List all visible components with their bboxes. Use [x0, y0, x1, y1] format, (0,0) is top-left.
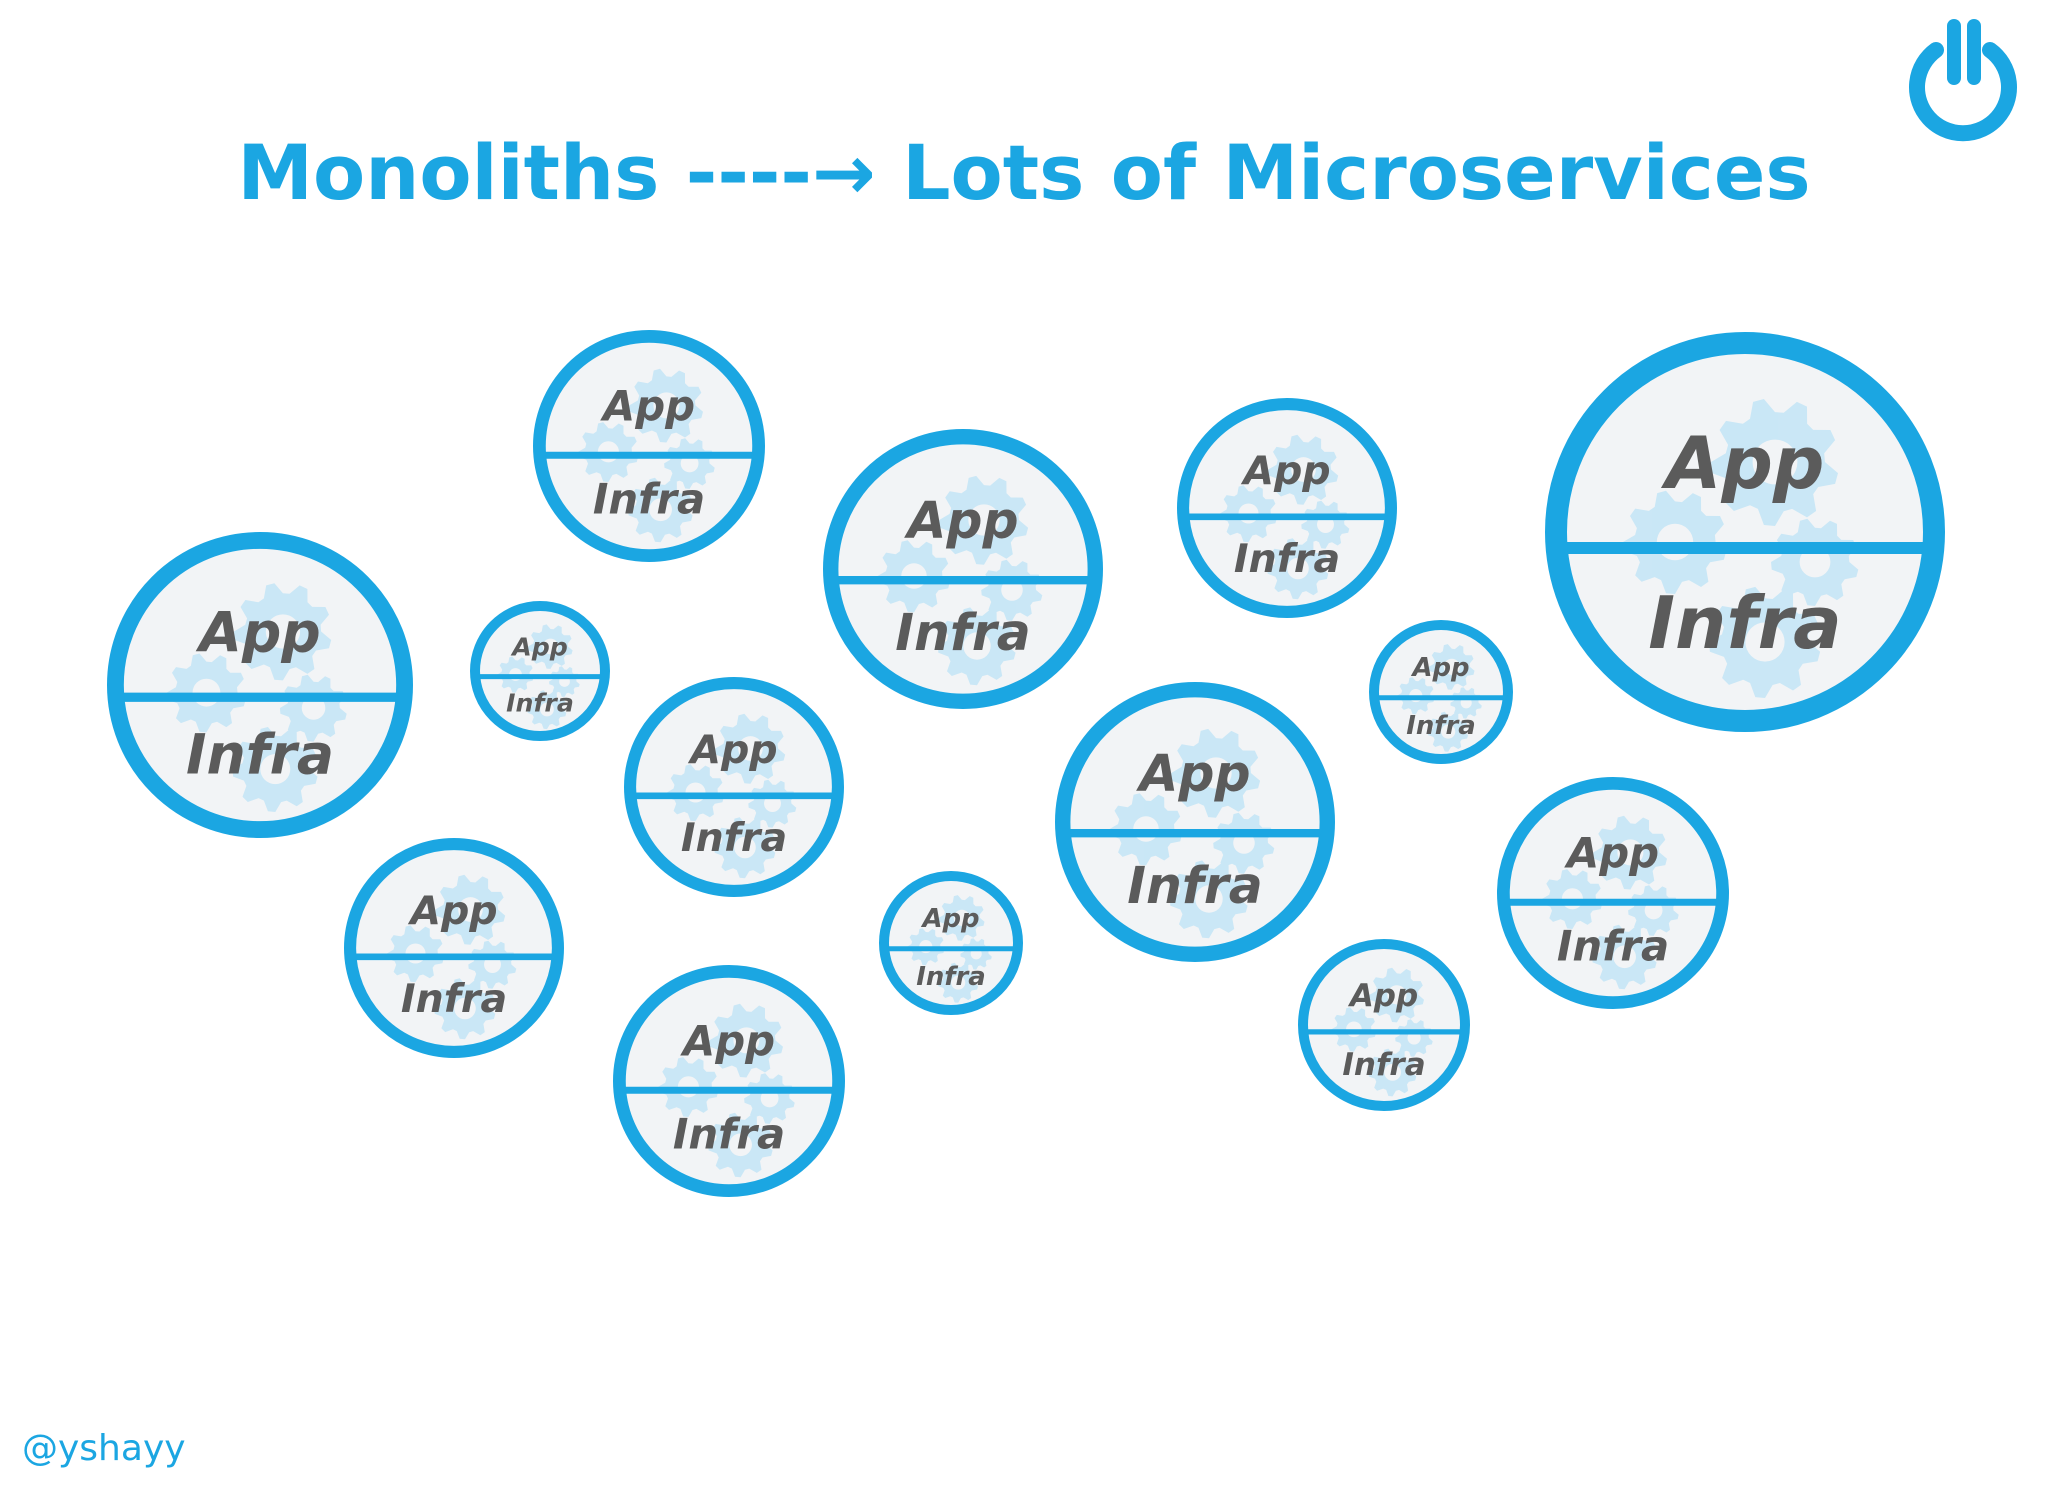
service-ring	[1054, 682, 1335, 963]
app-label: App	[687, 727, 777, 773]
service-ring	[613, 965, 846, 1198]
service-ring	[1369, 620, 1513, 764]
page-title: Monoliths ----→ Lots of Microservices	[237, 128, 1811, 217]
service-circle-background	[1303, 944, 1465, 1106]
service-ring	[533, 330, 766, 563]
service-ring	[1497, 777, 1730, 1010]
app-label: App	[510, 633, 568, 662]
app-label: App	[1135, 744, 1250, 803]
service-ring	[470, 601, 610, 741]
service-ring	[879, 871, 1023, 1015]
infra-label: Infra	[1127, 856, 1262, 915]
service-circle-background	[830, 436, 1096, 702]
twitter-handle: @yshayy	[22, 1428, 186, 1469]
gear-icon	[1331, 967, 1433, 1097]
app-label: App	[1240, 448, 1330, 494]
service-circle-background	[1183, 404, 1391, 612]
infra-label: Infra	[186, 723, 334, 787]
service-ring	[106, 531, 414, 838]
gear-icon	[1542, 815, 1679, 990]
app-label: App	[920, 904, 979, 934]
infra-label: Infra	[1648, 581, 1841, 665]
app-label: App	[1564, 828, 1659, 877]
infra-label: Infra	[1406, 711, 1476, 741]
gear-icon	[1109, 728, 1275, 939]
app-label: App	[1410, 653, 1469, 683]
infra-label: Infra	[916, 962, 986, 992]
service-ring	[1177, 397, 1398, 618]
service-circle-background	[350, 844, 558, 1052]
service-ring	[1545, 332, 1945, 732]
app-label: App	[195, 600, 321, 664]
infra-label: Infra	[401, 976, 507, 1022]
service-ring	[623, 676, 844, 897]
service-circle-background	[475, 606, 605, 736]
infra-label: Infra	[681, 815, 787, 861]
infra-label: Infra	[506, 689, 574, 718]
gear-icon	[386, 874, 517, 1040]
service-circle-background	[630, 683, 838, 891]
app-label: App	[1661, 421, 1825, 505]
service-circle-background	[1503, 783, 1723, 1003]
infra-label: Infra	[673, 1109, 785, 1158]
app-label: App	[1347, 978, 1418, 1014]
service-circle-background	[115, 540, 405, 830]
app-label: App	[407, 888, 497, 934]
service-circle-background	[1374, 625, 1508, 759]
service-ring	[823, 429, 1104, 710]
service-circle-background	[884, 876, 1018, 1010]
infra-label: Infra	[1557, 921, 1669, 970]
power-icon	[1909, 19, 2017, 142]
gear-icon	[578, 368, 715, 543]
service-ring	[343, 837, 564, 1058]
service-circle-background	[619, 971, 839, 1191]
app-label: App	[600, 381, 695, 430]
app-label: App	[680, 1016, 775, 1065]
service-circle-background	[1062, 689, 1328, 955]
infra-label: Infra	[593, 474, 705, 523]
app-label: App	[903, 491, 1018, 550]
infra-label: Infra	[1234, 536, 1340, 582]
service-ring	[1298, 939, 1470, 1111]
service-circle-background	[539, 336, 759, 556]
service-circle-background	[1556, 343, 1934, 721]
infra-label: Infra	[1342, 1047, 1425, 1083]
infra-label: Infra	[895, 603, 1030, 662]
